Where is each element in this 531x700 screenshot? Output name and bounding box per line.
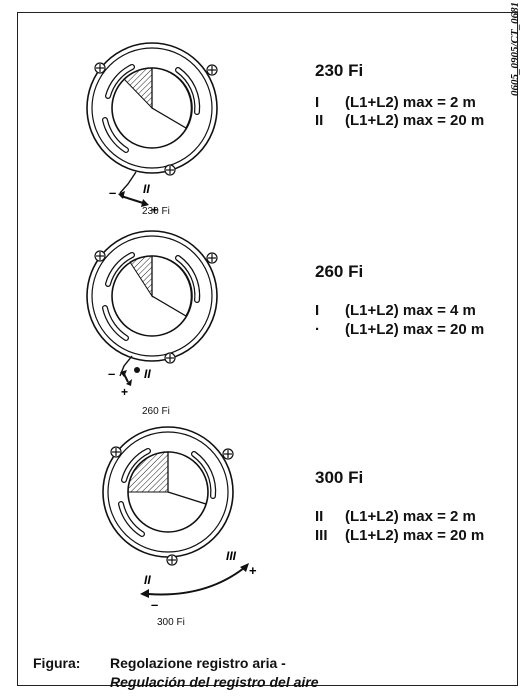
spec-level: II [315,508,324,525]
spec-text: (L1+L2) max = 2 m [345,508,476,525]
dial-300-level-2: II [144,573,151,587]
spec-text: (L1+L2) max = 4 m [345,302,476,319]
dial-300-minus: – [151,597,158,612]
spec-level: III [315,527,328,544]
dial-caption-300: 300 Fi [157,617,185,628]
spec-level: I [315,302,320,319]
model-title-230: 230 Fi [315,61,364,80]
spec-line: III (L1+L2) max = 20 m [315,527,484,544]
spec-line: II (L1+L2) max = 20 m [315,112,484,129]
spec-level: II [315,112,324,129]
spec-line: II (L1+L2) max = 2 m [315,508,476,525]
dial-230-minus: – [109,185,116,200]
spec-text: (L1+L2) max = 20 m [345,527,485,544]
spec-line: · (L1+L2) max = 20 m [315,321,484,338]
figure-caption: Figura: Regolazione registro aria - Regul… [33,654,319,692]
dial-300 [102,426,249,598]
spec-text: (L1+L2) max = 20 m [345,112,485,129]
figure-title-es: Regulación del registro del aire [110,674,319,690]
dial-260 [86,230,218,386]
dial-300-plus: + [249,563,257,578]
dial-230 [86,42,218,207]
spec-line: I (L1+L2) max = 4 m [315,302,476,319]
dial-260-plus: + [121,385,128,399]
dial-260-level: II [144,367,151,381]
dial-230-level: II [143,182,150,196]
figure-label: Figura: [33,655,81,671]
figure-frame [17,12,518,686]
dial-230-plus: + [151,203,158,217]
document-code: 0605_0905/CT_0681 [509,1,521,96]
dial-300-level-3: III [226,549,237,563]
spec-text: (L1+L2) max = 2 m [345,94,476,111]
spec-level: · [315,321,320,338]
spec-line: I (L1+L2) max = 2 m [315,94,476,111]
model-title-260: 260 Fi [315,262,364,281]
spec-level: I [315,94,320,111]
dial-260-minus: – [108,366,115,381]
dial-caption-260: 260 Fi [142,406,170,417]
model-title-300: 300 Fi [315,468,364,487]
figure-title-it: Regolazione registro aria - [110,655,286,671]
dial-caption-230: 230 Fi [142,206,170,217]
spec-text: (L1+L2) max = 20 m [345,321,485,338]
